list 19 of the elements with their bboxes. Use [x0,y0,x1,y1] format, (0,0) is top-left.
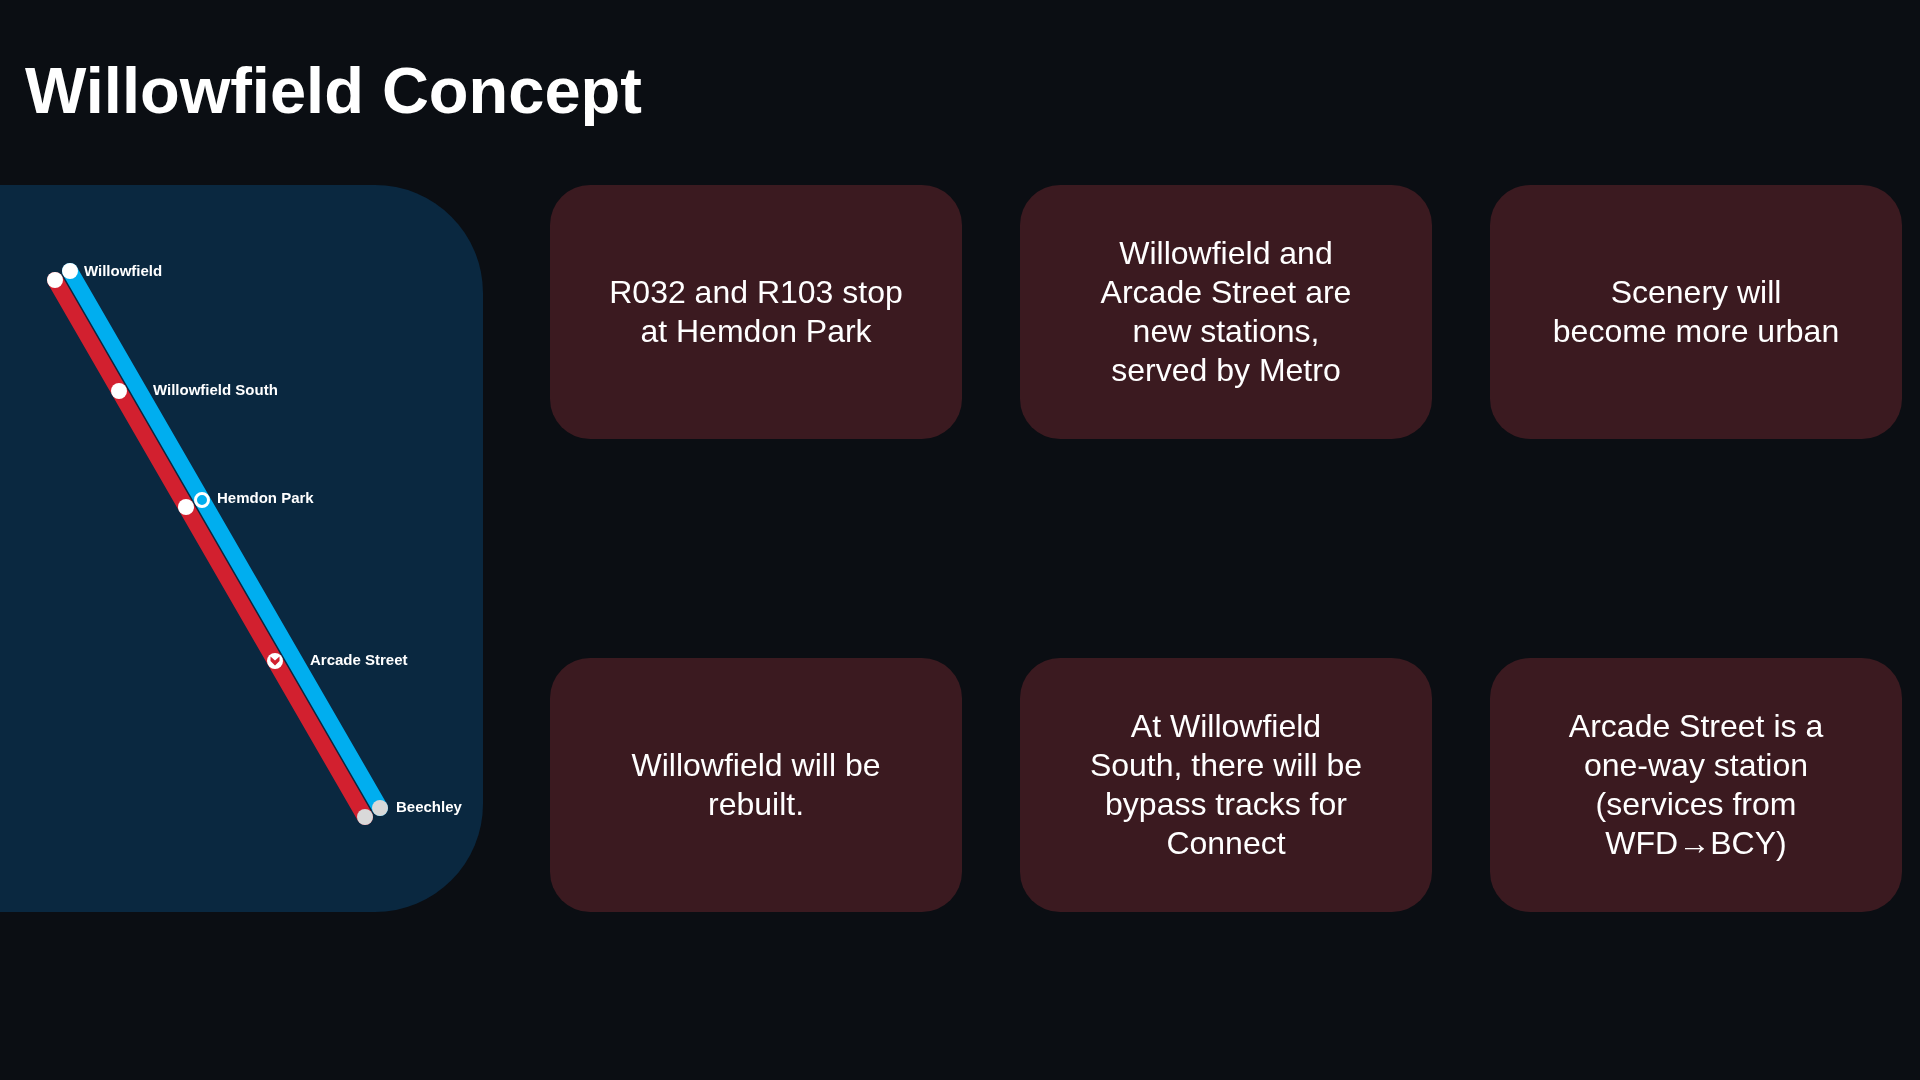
note-card [1020,658,1432,912]
card-text: Arcade Street is a one-way station (services from WFD→BCY) [1567,707,1825,863]
station-label: Beechley [396,798,462,816]
station-label: Willowfield [84,262,163,280]
card-text: Scenery will become more urban [1551,273,1841,351]
card-text: Willowfield will be rebuilt. [630,746,882,824]
note-card [550,658,962,912]
station-label: Willowfield South [153,381,278,399]
station-label: Hemdon Park [217,489,314,507]
note-card [1490,185,1902,439]
note-card [1020,185,1432,439]
map-panel [0,185,483,912]
page-title: Willowfield Concept [25,54,642,129]
station-label: Arcade Street [310,651,408,669]
card-text: At Willowfield South, there will be bypass tracks for Connect [1088,707,1364,863]
card-text: R032 and R103 stop at Hemdon Park [608,273,904,351]
card-text: Willowfield and Arcade Street are new stations, served by Metro [1099,234,1353,390]
note-card [1490,658,1902,912]
note-card [550,185,962,439]
